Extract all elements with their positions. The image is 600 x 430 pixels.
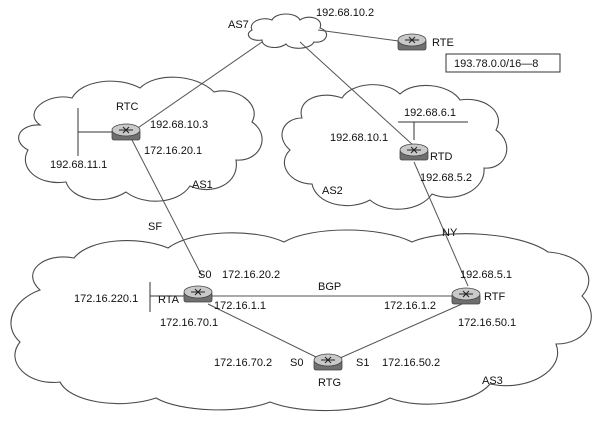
link-rtf-rtg	[339, 303, 463, 359]
address-rtd-lan: 192.68.6.1	[404, 107, 456, 119]
address-rta-lan: 172.16.220.1	[74, 293, 138, 305]
link-as7-rte	[317, 29, 407, 43]
as2-label: AS2	[322, 185, 343, 197]
router-rta-icon	[183, 285, 213, 303]
rtd-label: RTD	[430, 151, 452, 163]
router-rtc-icon	[111, 123, 141, 141]
address-rtg-s1: 172.16.50.2	[382, 357, 440, 369]
address-rtf-rta: 172.16.1.2	[384, 300, 436, 312]
rta-label: RTA	[158, 294, 180, 306]
link-label-bgp: BGP	[318, 281, 341, 293]
address-rta-s0: 172.16.20.2	[222, 269, 280, 281]
link-rtc-rta	[131, 139, 203, 277]
address-rta-rtg: 172.16.70.1	[160, 317, 218, 329]
link-rta-rtg	[207, 303, 319, 359]
as3-label: AS3	[482, 375, 503, 387]
address-rtf-rtd: 192.68.5.1	[460, 269, 512, 281]
link-rtc-as7	[131, 41, 263, 133]
cloud-as2	[281, 84, 508, 210]
rtc-label: RTC	[116, 101, 138, 113]
rte-prefix-box	[445, 53, 561, 73]
rtf-label: RTF	[484, 291, 505, 303]
interface-rta-s0: S0	[198, 269, 211, 281]
link-as7-rtd	[299, 41, 415, 147]
address-rte-prefix: 193.78.0.0/16—8	[454, 58, 538, 70]
router-rtg-icon	[313, 353, 343, 371]
cloud-as7	[247, 13, 328, 49]
interface-rtg-s1: S1	[356, 357, 369, 369]
router-rte-icon	[397, 33, 427, 51]
router-rtf-icon	[451, 287, 481, 305]
rte-label: RTE	[432, 37, 454, 49]
cloud-as3	[10, 229, 592, 412]
address-as7-rte: 192.68.10.2	[316, 7, 374, 19]
link-label-sf: SF	[148, 221, 162, 233]
interface-rtg-s0: S0	[290, 357, 303, 369]
address-rtc-lan: 192.68.11.1	[50, 159, 107, 171]
link-rtd-rtf	[413, 161, 469, 287]
rtg-label: RTG	[318, 377, 341, 389]
address-rtd-rtf: 192.68.5.2	[420, 172, 472, 184]
cloud-as1	[18, 76, 263, 202]
address-rtc-as7: 192.68.10.3	[150, 119, 208, 131]
address-rtd-as7: 192.68.10.1	[330, 132, 388, 144]
router-rtd-icon	[399, 143, 429, 161]
address-rtc-rta: 172.16.20.1	[144, 145, 202, 157]
as7-label: AS7	[228, 19, 249, 31]
address-rtg-s0: 172.16.70.2	[214, 357, 272, 369]
link-label-ny: NY	[442, 227, 458, 239]
as1-label: AS1	[192, 179, 213, 191]
address-rtf-rtg: 172.16.50.1	[458, 317, 516, 329]
address-rta-rtf: 172.16.1.1	[214, 300, 266, 312]
